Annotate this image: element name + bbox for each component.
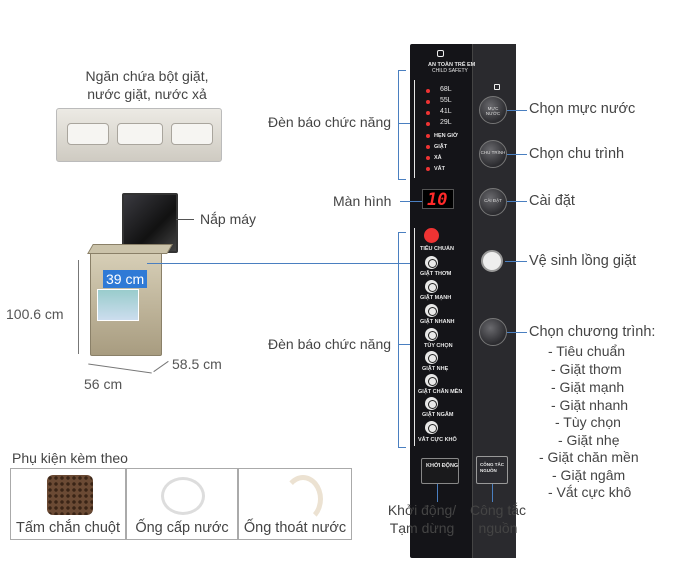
- program-list-6: - Giặt nhẹ: [558, 432, 620, 448]
- level-68: 68L: [440, 86, 452, 93]
- setting-knob[interactable]: CÀI ĐẶT: [479, 188, 507, 216]
- speedy-icon: [425, 304, 438, 317]
- program-2: GIẶT THƠM: [420, 271, 452, 277]
- heavy-icon: [425, 280, 438, 293]
- program-list-8: - Giặt ngâm: [552, 467, 626, 483]
- program-list-9: - Vắt cực khô: [548, 484, 632, 500]
- program-list-3: - Giặt mạnh: [551, 379, 625, 395]
- step-timer: HẸN GIỜ: [434, 133, 458, 139]
- program-8: GIẶT NGÂM: [422, 412, 454, 418]
- program-9: VẮT CỰC KHÔ: [418, 437, 457, 443]
- compartment-label-line1: Ngăn chứa bột giặt,: [85, 68, 209, 84]
- level-29: 29L: [440, 119, 452, 126]
- fragrance-icon: [425, 256, 438, 269]
- program-4: GIẶT NHANH: [420, 319, 455, 325]
- led-display: 10: [422, 189, 454, 210]
- program-list-1: - Tiêu chuẩn: [548, 343, 626, 359]
- level-55: 55L: [440, 97, 452, 104]
- accessory-inlet-hose: [126, 468, 238, 540]
- callout-cycle: Chọn chu trình: [529, 146, 625, 162]
- callout-power-line2: nguồn: [478, 520, 518, 536]
- child-safety-en-text: CHILD SAFETY: [432, 68, 468, 74]
- program-5: TÙY CHỌN: [424, 343, 453, 349]
- child-safety-text: AN TOÀN TRẺ EM: [428, 62, 476, 68]
- accessory-label-2: Ống cấp nước: [135, 520, 229, 536]
- callout-start-line2: Tạm dừng: [389, 520, 455, 536]
- callout-program-title: Chọn chương trình:: [529, 324, 656, 340]
- delicate-icon: [425, 351, 438, 364]
- program-list-5: - Tùy chọn: [555, 414, 621, 430]
- callout-tub-clean: Vệ sinh lồng giặt: [529, 253, 637, 269]
- washing-machine-lid: [122, 193, 178, 253]
- soak-icon: [425, 397, 438, 410]
- accessory-mouse-guard: [10, 468, 126, 540]
- accessory-label-3: Ống thoát nước: [243, 520, 347, 536]
- detergent-drawer-image: [56, 108, 222, 162]
- step-rinse: XẢ: [434, 155, 442, 161]
- height-dimension: 100.6 cm: [6, 306, 64, 322]
- callout-indicator-2: Đèn báo chức năng: [268, 336, 392, 352]
- custom-icon: [425, 328, 438, 341]
- program-3: GIẶT MẠNH: [420, 295, 452, 301]
- width-dimension: 56 cm: [84, 376, 123, 392]
- callout-indicator-1: Đèn báo chức năng: [268, 114, 392, 130]
- drum-dimension-box: [103, 270, 147, 288]
- compartment-label-line2: nước giặt, nước xả: [87, 86, 207, 102]
- standard-program-icon: [424, 228, 439, 243]
- cycle-knob[interactable]: CHU TRÌNH: [479, 140, 507, 168]
- accessory-label-1: Tấm chắn chuột: [16, 520, 120, 536]
- callout-display: Màn hình: [333, 193, 392, 209]
- program-1: TIÊU CHUẨN: [420, 246, 454, 252]
- program-list-2: - Giặt thơm: [551, 361, 622, 377]
- accessory-drain-hose: [238, 468, 352, 540]
- callout-start-line1: Khởi động/: [387, 502, 457, 518]
- tub-clean-button[interactable]: [481, 250, 503, 272]
- program-list-7: - Giặt chăn mền: [539, 449, 639, 465]
- start-pause-button[interactable]: KHỞI ĐỘNG: [421, 458, 459, 484]
- drum-dimension: 39 cm: [106, 271, 145, 287]
- water-level-knob[interactable]: MỰC NƯỚC: [479, 96, 507, 124]
- program-knob[interactable]: [479, 318, 507, 346]
- callout-water-level: Chọn mực nước: [529, 101, 636, 117]
- lid-label: Nắp máy: [200, 211, 257, 227]
- display-value: 10: [427, 190, 448, 210]
- step-wash: GIẶT: [434, 144, 448, 150]
- program-list-4: - Giặt nhanh: [551, 397, 629, 413]
- power-button[interactable]: CÔNG TẮC NGUỒN: [476, 456, 508, 484]
- lock-icon-side: [494, 84, 500, 90]
- step-spin: VẮT: [434, 166, 445, 172]
- accessories-title: Phụ kiện kèm theo: [12, 450, 128, 466]
- washing-machine-body: [90, 250, 162, 356]
- level-41: 41L: [440, 108, 452, 115]
- extra-spin-icon: [425, 421, 438, 434]
- lock-icon: [437, 50, 444, 57]
- callout-setting: Cài đặt: [529, 193, 575, 209]
- callout-power-line1: Công tắc: [469, 502, 527, 518]
- blanket-icon: [425, 374, 438, 387]
- depth-dimension: 58.5 cm: [172, 356, 222, 372]
- program-6: GIẶT NHẸ: [422, 366, 449, 372]
- program-7: GIẶT CHĂN MỀN: [418, 389, 463, 395]
